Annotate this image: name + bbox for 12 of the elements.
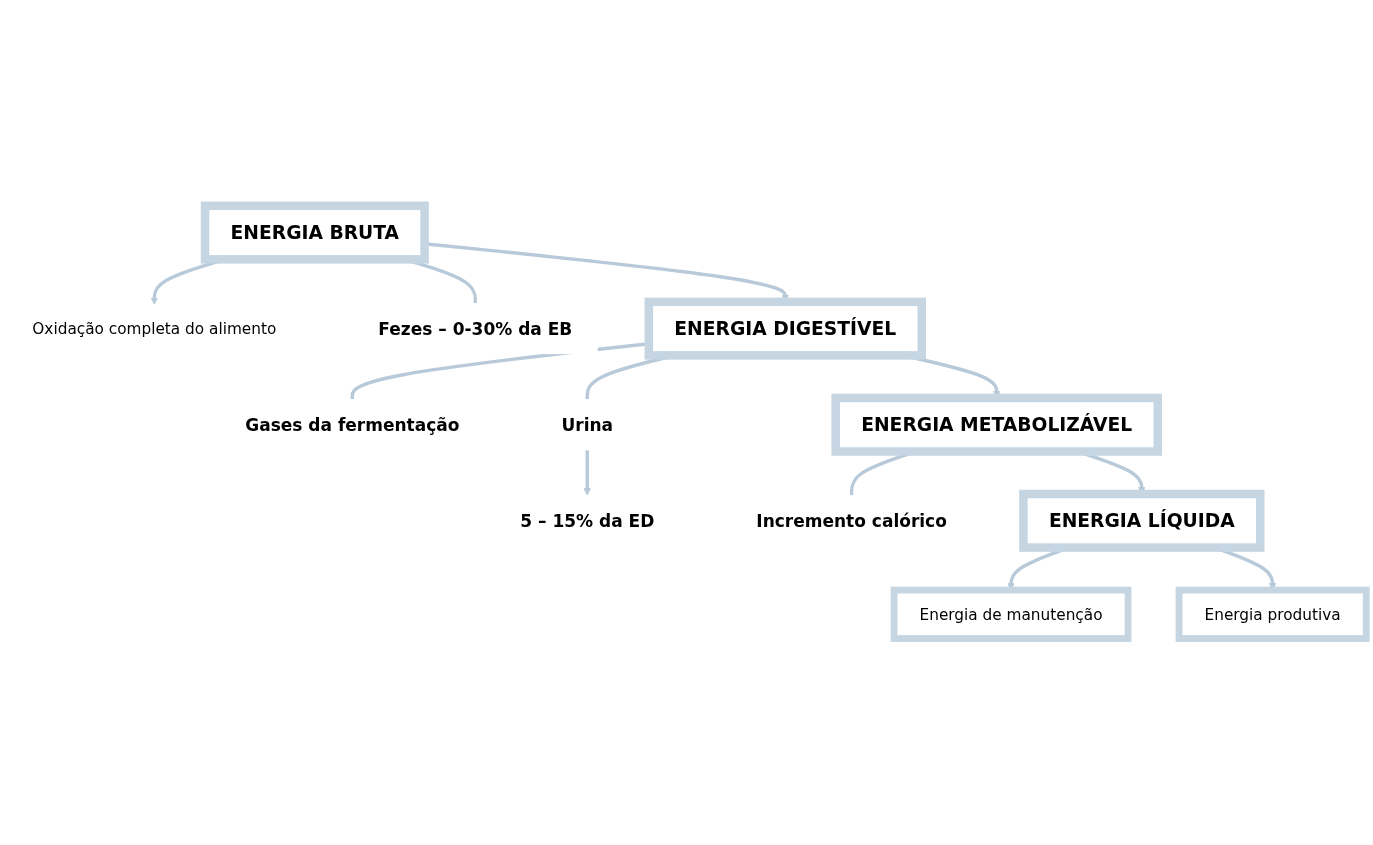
node-box: ENERGIA BRUTA: [200, 201, 429, 264]
arrow: [583, 450, 591, 496]
node-text: Urina: [561, 414, 614, 436]
node-text: 5 – 15% da ED: [520, 510, 655, 532]
node-box: ENERGIA DIGESTÍVEL: [644, 297, 926, 360]
node-box: Energia produtiva: [1175, 587, 1370, 643]
node-text: Gases da fermentação: [245, 414, 460, 436]
node-text: Incremento calórico: [756, 510, 947, 532]
node-box: ENERGIA METABOLIZÁVEL: [831, 394, 1162, 457]
node-box: Energia de manutenção: [890, 587, 1132, 643]
node-text: Oxidação completa do alimento: [32, 320, 277, 338]
node-box: ENERGIA LÍQUIDA: [1019, 490, 1265, 553]
